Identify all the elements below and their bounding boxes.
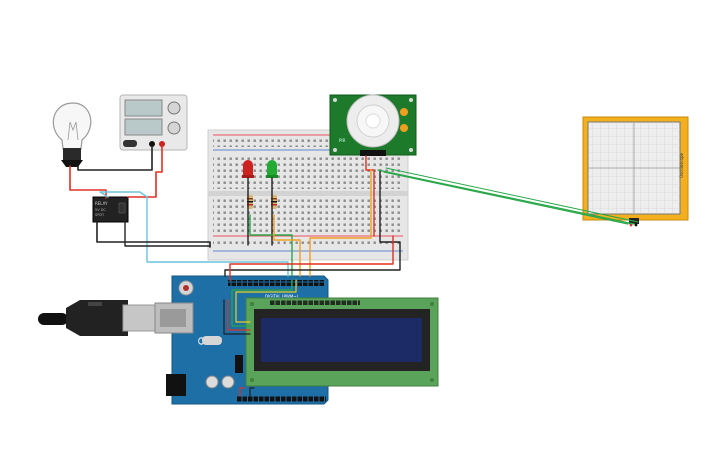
red-led[interactable] [242, 160, 254, 178]
voltage-knob[interactable] [167, 101, 181, 115]
wires [69, 145, 639, 397]
wire-green-led-pin[interactable] [249, 214, 293, 277]
wire-orange-led-pin[interactable] [273, 214, 301, 277]
oscilloscope-label: Oscilloscope [679, 153, 684, 178]
wire-supply-bulb-black[interactable] [77, 145, 153, 171]
wire-scope-green-3[interactable] [385, 167, 639, 223]
power-switch[interactable] [123, 140, 137, 147]
relay-label: RELAY [95, 201, 108, 206]
current-knob[interactable] [167, 121, 181, 135]
pir-sensor[interactable]: PIR [329, 94, 417, 156]
usb-cable[interactable] [38, 300, 156, 336]
power-supply[interactable] [119, 94, 188, 151]
relay[interactable]: RELAY 5V DC SPDT [92, 196, 129, 223]
wire-lcd-black[interactable] [249, 387, 255, 397]
wire-lcd-green[interactable] [231, 279, 293, 327]
green-led[interactable] [266, 160, 278, 178]
wire-pir-vcc-red[interactable] [365, 155, 375, 237]
wire-relay-black[interactable] [96, 221, 211, 248]
wire-bb-red-arduino[interactable] [229, 235, 394, 281]
wire-relay-black-2[interactable] [124, 221, 211, 247]
wire-scope-green-1[interactable] [377, 169, 635, 225]
wire-lcd-black-2[interactable] [223, 299, 251, 335]
relay-sublabel-1: 5V DC [95, 208, 106, 212]
digital-header-label: DIGITAL (PWM~) [265, 294, 299, 299]
dc-jack[interactable] [166, 374, 186, 396]
light-bulb[interactable] [52, 102, 92, 167]
usb-port[interactable] [154, 302, 194, 334]
wire-lcd-red[interactable] [239, 387, 245, 397]
wire-lcd-red-2[interactable] [227, 299, 251, 331]
wire-scope-green-2[interactable] [383, 171, 629, 225]
oscilloscope[interactable]: Oscilloscope [582, 116, 689, 227]
negative-terminal[interactable] [149, 141, 155, 147]
lcd-display[interactable] [245, 297, 439, 387]
wire-bulb-relay-red[interactable] [69, 165, 107, 199]
positive-terminal[interactable] [159, 141, 165, 147]
wire-pir-gnd-black[interactable] [224, 169, 401, 277]
pir-label: PIR [339, 138, 346, 143]
wire-pir-out-orange[interactable] [309, 169, 372, 277]
wire-supply-relay-red[interactable] [127, 145, 163, 198]
wire-relay-blue[interactable] [99, 191, 289, 277]
wire-lcd-yellow[interactable] [235, 279, 297, 323]
relay-sublabel-2: SPDT [95, 213, 105, 217]
